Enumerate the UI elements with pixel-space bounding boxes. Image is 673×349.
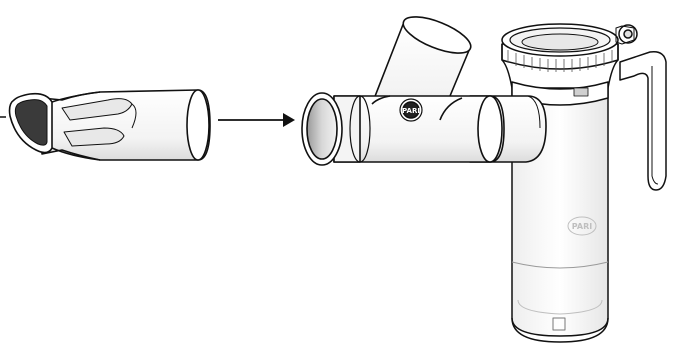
assembly-arrow	[218, 113, 295, 127]
connector-logo: PARI	[399, 98, 423, 122]
t-connector: PARI	[301, 16, 547, 166]
chamber-handle	[615, 24, 667, 191]
nebulizer-chamber: PARI	[501, 23, 619, 343]
chamber-logo: PARI	[567, 216, 597, 236]
connector-logo-text: PARI	[402, 107, 420, 115]
chamber-logo-text: PARI	[572, 222, 592, 231]
mouthpiece	[8, 89, 211, 161]
